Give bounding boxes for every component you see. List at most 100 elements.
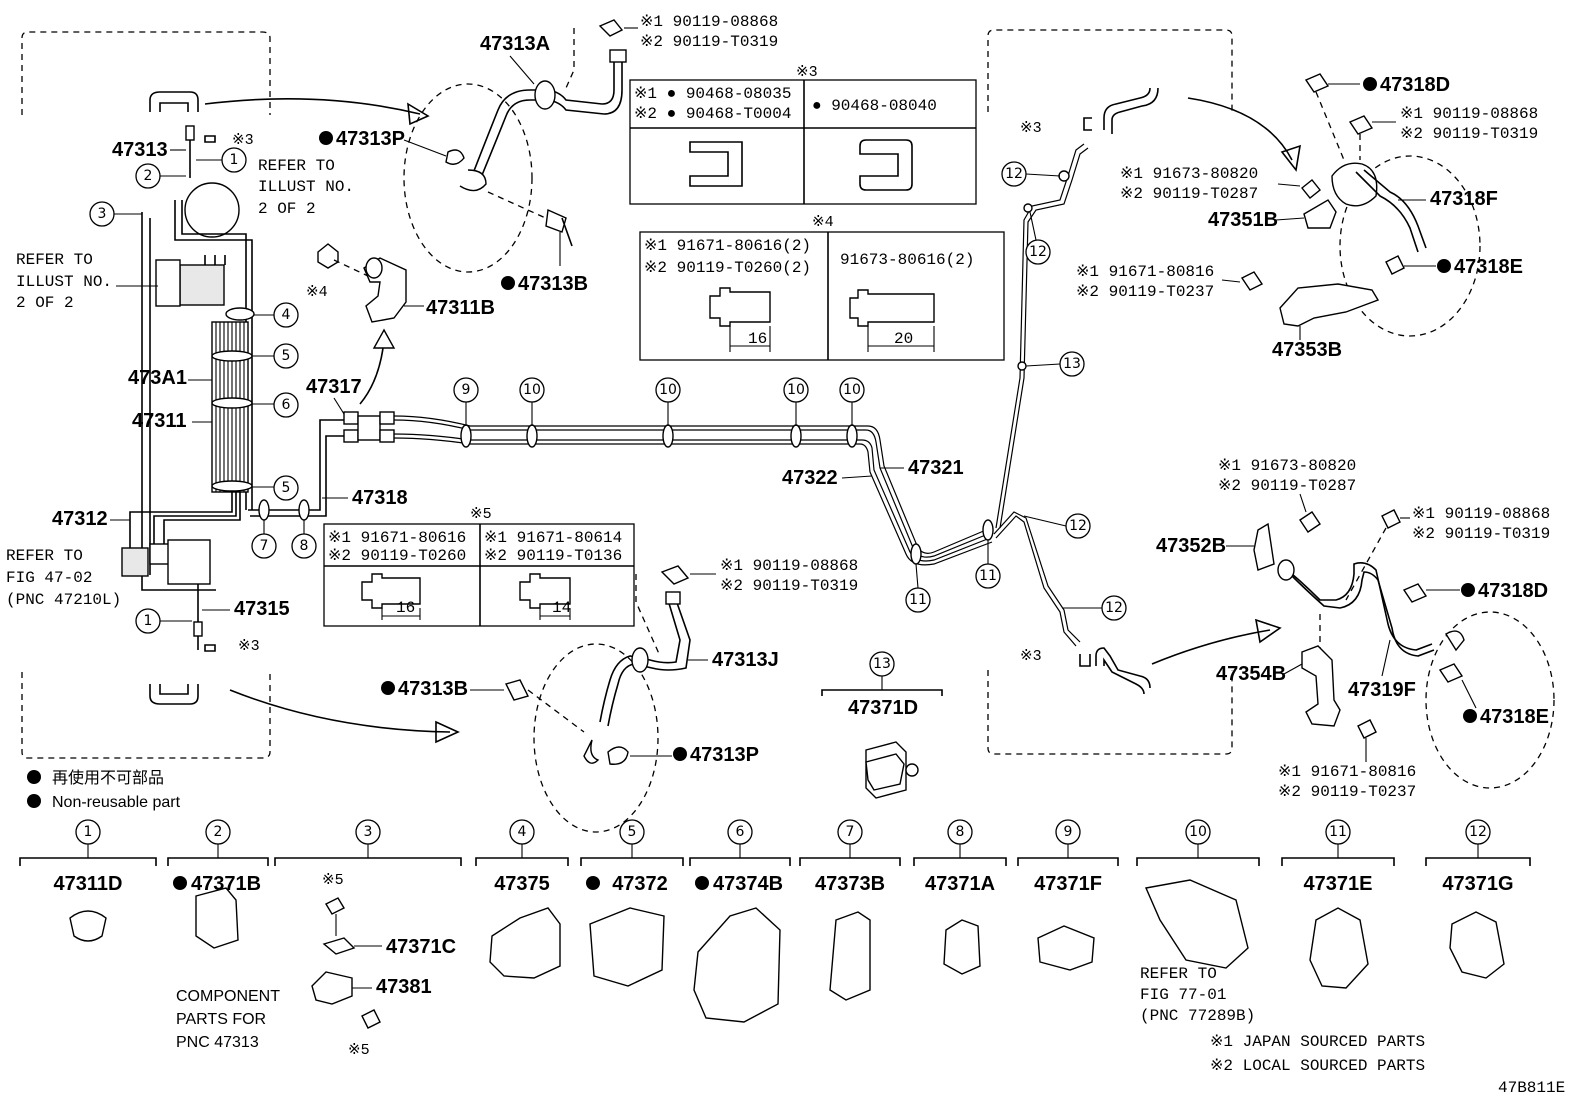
- top-right-detail-area: [987, 29, 1302, 172]
- top-left-detail-area: [21, 31, 430, 126]
- bottom-left-detail-area: [21, 672, 460, 759]
- refer-illust-left: REFER TO ILLUST NO. 2 OF 2: [16, 251, 112, 312]
- svg-text:2: 2: [144, 168, 153, 184]
- label-47313P-top: 47313P: [336, 128, 405, 150]
- svg-text:ILLUST NO.: ILLUST NO.: [16, 273, 112, 291]
- svg-text:6: 6: [282, 397, 291, 413]
- code-mid-bolt-1: ※1 90119-08868: [720, 557, 858, 575]
- rear-hose-detail-left: [504, 565, 691, 833]
- svg-text:※1 90119-08868: ※1 90119-08868: [1412, 505, 1550, 523]
- bottom-part-pnc: 47375: [494, 873, 550, 895]
- bottom-part-shape: [69, 910, 107, 942]
- bottom-part-5: 5 47372: [580, 819, 684, 987]
- label-47354B: 47354B: [1216, 663, 1286, 685]
- svg-text:REFER TO: REFER TO: [6, 547, 83, 565]
- label-47313A: 47313A: [480, 33, 550, 55]
- svg-text:(PNC 47210L): (PNC 47210L): [6, 591, 121, 609]
- legend-en: Non-reusable part: [52, 794, 181, 811]
- svg-text:2 OF 2: 2 OF 2: [258, 200, 316, 218]
- label-47313: 47313: [112, 139, 168, 161]
- non-reusable-marker: [695, 876, 709, 890]
- label-47315: 47315: [234, 598, 290, 620]
- label-47317: 47317: [306, 376, 362, 398]
- label-47321: 47321: [908, 457, 964, 479]
- svg-text:FIG 77-01: FIG 77-01: [1140, 986, 1226, 1004]
- bottom-part-shape: [489, 907, 561, 979]
- svg-text:REFER TO: REFER TO: [16, 251, 93, 269]
- svg-text:2 OF 2: 2 OF 2: [16, 294, 74, 312]
- label-473A1: 473A1: [128, 367, 187, 389]
- bottom-part-pnc: 47372: [612, 873, 668, 895]
- code-top-bolt-1: ※1 90119-08868: [640, 13, 778, 31]
- svg-text:※3: ※3: [796, 64, 818, 81]
- clamp-47371D: [865, 741, 919, 799]
- svg-text:11: 11: [909, 592, 927, 608]
- bracket-47311B: [317, 243, 407, 323]
- svg-text:※2 90119-T0260: ※2 90119-T0260: [328, 547, 466, 565]
- mark-4: ※4: [306, 284, 328, 301]
- bottom-part-shape: [829, 911, 871, 1001]
- bottom-part-shape: [589, 907, 665, 987]
- svg-text:7: 7: [260, 538, 269, 554]
- svg-text:PARTS FOR: PARTS FOR: [176, 1011, 266, 1028]
- non-reusable-marker: [173, 876, 187, 890]
- svg-text:※2 90119-T0287: ※2 90119-T0287: [1218, 477, 1356, 495]
- code-r-bolt-2: ※2 90119-T0319: [1400, 125, 1538, 143]
- svg-text:11: 11: [979, 568, 997, 584]
- table-note-5: ※5 ※1 91671-80616 ※2 90119-T0260 ※1 9167…: [323, 506, 635, 627]
- bottom-part-number: 9: [1064, 824, 1073, 840]
- mark-3-a: ※3: [232, 132, 254, 149]
- refer-fig-77-01: REFER TO FIG 77-01 (PNC 77289B): [1140, 965, 1255, 1025]
- svg-text:REFER TO: REFER TO: [1140, 965, 1217, 983]
- code-r-bolt-1: ※1 90119-08868: [1400, 105, 1538, 123]
- mark-3-b: ※3: [238, 638, 260, 655]
- refer-fig-47-02: REFER TO FIG 47-02 (PNC 47210L): [6, 547, 121, 609]
- table-note-4: ※4 ※1 91671-80616(2) ※2 90119-T0260(2) 9…: [639, 214, 1005, 361]
- svg-text:※1 91671-80616(2): ※1 91671-80616(2): [644, 237, 811, 255]
- bottom-part-number: 12: [1469, 824, 1487, 840]
- svg-text:※1 91673-80820: ※1 91673-80820: [1218, 457, 1356, 475]
- bottom-part-number: 6: [736, 824, 745, 840]
- label-47312: 47312: [52, 508, 108, 530]
- bottom-part-number: 3: [364, 824, 373, 840]
- svg-text:(PNC 77289B): (PNC 77289B): [1140, 1007, 1255, 1025]
- svg-text:12: 12: [1029, 244, 1047, 260]
- label-47352B: 47352B: [1156, 535, 1226, 557]
- label-47319F: 47319F: [1348, 679, 1416, 701]
- svg-text:14: 14: [552, 599, 571, 617]
- svg-text:※2 LOCAL SOURCED PARTS: ※2 LOCAL SOURCED PARTS: [1210, 1057, 1425, 1075]
- svg-text:※2 90119-T0260(2): ※2 90119-T0260(2): [644, 259, 811, 277]
- diagram-id: 47B811E: [1498, 1079, 1565, 1097]
- code-top-bolt-2: ※2 90119-T0319: [640, 33, 778, 51]
- non-reusable-marker: [586, 876, 600, 890]
- code-r-clip-1: ※1 91673-80820: [1120, 165, 1258, 183]
- callout-13-bottom: 13: [873, 656, 891, 672]
- bottom-part-number: 2: [214, 824, 223, 840]
- svg-text:※5: ※5: [470, 506, 492, 523]
- center-brake-pipes: [343, 143, 1089, 647]
- bottom-part-shape: [195, 887, 239, 949]
- svg-text:※1 91671-80614: ※1 91671-80614: [484, 529, 622, 547]
- label-47313P-bottom: 47313P: [690, 744, 759, 766]
- center-callouts: 9 10 10 10 10 11 11 13 12 12 12 12: [453, 161, 1127, 621]
- bottom-part-number: 5: [628, 824, 637, 840]
- svg-text:※1 91671-80816: ※1 91671-80816: [1278, 763, 1416, 781]
- bottom-right-detail-area: [987, 618, 1282, 755]
- svg-text:12: 12: [1105, 600, 1123, 616]
- bottom-part-shape: [1037, 925, 1095, 971]
- bottom-part-pnc: 47371A: [925, 873, 995, 895]
- svg-text:10: 10: [787, 382, 805, 398]
- bottom-part-3: 3: [274, 819, 462, 866]
- svg-text:※1 91671-80616: ※1 91671-80616: [328, 529, 466, 547]
- code-mid-bolt-2: ※2 90119-T0319: [720, 577, 858, 595]
- bottom-part-pnc: 47373B: [815, 873, 885, 895]
- svg-text:● 90468-08040: ● 90468-08040: [812, 97, 937, 115]
- bottom-part-number: 11: [1329, 824, 1347, 840]
